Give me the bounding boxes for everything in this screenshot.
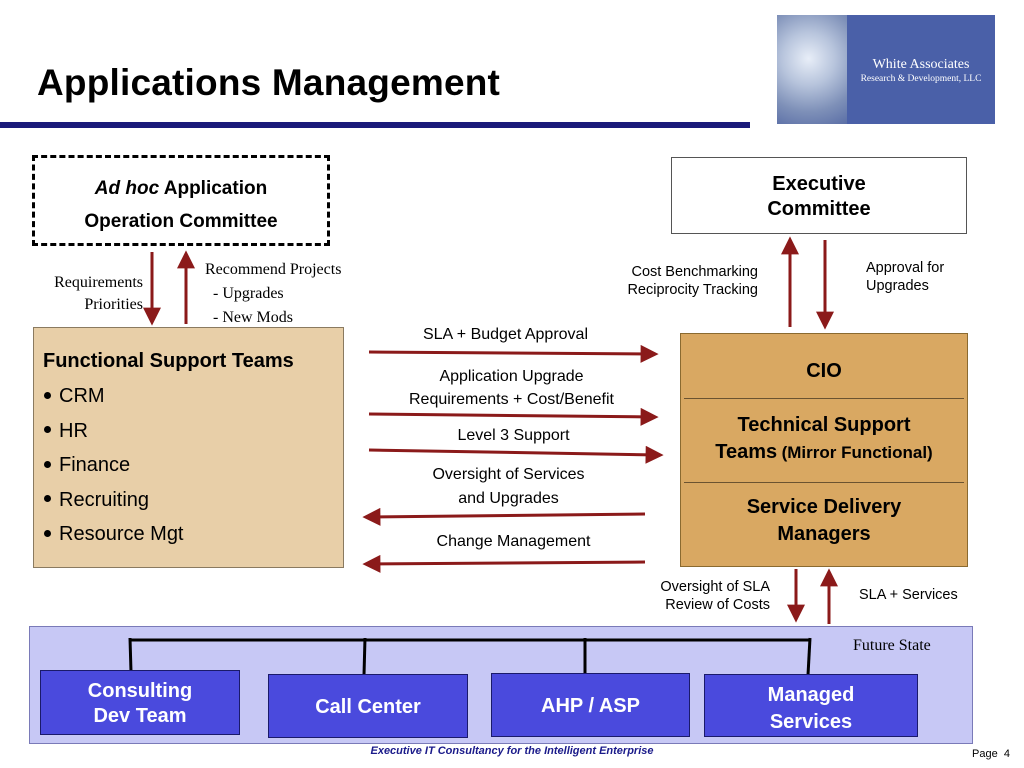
list-item: CRM [43, 379, 343, 414]
cio-divider [684, 482, 964, 483]
fst-heading: Functional Support Teams [43, 350, 294, 372]
call-center-label: Call Center [315, 696, 421, 718]
req-line2: Priorities [84, 296, 143, 313]
tst-mirror: (Mirror Functional) [781, 443, 933, 462]
bullet-icon [44, 495, 51, 503]
appr-line2: Upgrades [866, 278, 929, 294]
cost-line1: Cost Benchmarking [631, 264, 758, 280]
adhoc-committee-line2: Operation Committee [84, 211, 278, 232]
page-label: Page [972, 748, 998, 760]
bullet-icon [44, 529, 51, 537]
fst-item-label: Resource Mgt [59, 523, 184, 545]
cio-divider [684, 398, 964, 399]
cio-box: CIO Technical Support Teams (Mirror Func… [680, 333, 968, 567]
fst-item-label: CRM [59, 385, 105, 407]
sla-services-label: SLA + Services [859, 587, 958, 603]
change-management-label: Change Management [436, 533, 591, 550]
exec-line2: Committee [767, 198, 871, 220]
cost-benchmarking-label: Cost Benchmarking Reciprocity Tracking [590, 263, 758, 299]
ahp-label: AHP / ASP [541, 695, 640, 717]
adhoc-committee-line1: Ad hoc Application [35, 172, 327, 205]
fst-list: CRM HR Finance Recruiting Resource Mgt [43, 379, 343, 552]
arrow-upgrade-req [368, 407, 659, 426]
oversight-sla-label: Oversight of SLA Review of Costs [620, 578, 770, 614]
rec-line2: - Upgrades [213, 285, 284, 302]
rec-line1: Recommend Projects [205, 261, 342, 278]
globe-icon [777, 15, 847, 124]
call-center-box: Call Center [268, 674, 468, 738]
oversight-line2: and Upgrades [458, 490, 559, 507]
list-item: HR [43, 414, 343, 449]
technical-support-teams: Technical Support Teams (Mirror Function… [681, 412, 967, 467]
fst-item-label: HR [59, 419, 88, 442]
title-divider [0, 122, 750, 128]
tst-line1: Technical Support [737, 414, 911, 436]
consulting-line2: Dev Team [93, 705, 187, 727]
consulting-dev-team-box: Consulting Dev Team [40, 670, 240, 735]
sdm-line1: Service Delivery [746, 496, 902, 518]
logo-company-name: White Associates [872, 57, 970, 72]
ahp-asp-box: AHP / ASP [491, 673, 690, 737]
adhoc-committee-box: Ad hoc Application Operation Committee [32, 155, 330, 246]
logo-text: White Associates Research & Development,… [847, 15, 995, 124]
functional-support-teams-box: Functional Support Teams CRM HR Finance … [33, 327, 344, 568]
cio-label: CIO [806, 360, 842, 382]
requirements-priorities-label: Requirements Priorities [30, 272, 143, 316]
oversight-services-label: Oversight of Services and Upgrades [368, 463, 649, 511]
bullet-icon [44, 460, 51, 468]
fst-item-label: Finance [59, 454, 131, 476]
osla-line2: Review of Costs [665, 597, 770, 613]
exec-line1: Executive [772, 173, 866, 195]
cost-line2: Reciprocity Tracking [627, 282, 758, 298]
connector-managed [806, 637, 812, 676]
managed-line1: Managed [767, 684, 855, 706]
level3-support-label: Level 3 Support [457, 427, 570, 444]
approval-upgrades-label: Approval for Upgrades [866, 259, 944, 295]
connector-call-center [362, 637, 367, 676]
arrow-level3 [368, 445, 664, 464]
tst-teams: Teams [715, 441, 778, 463]
list-item: Finance [43, 448, 343, 483]
upgrade-line2: Requirements + Cost/Benefit [409, 391, 614, 408]
company-logo: White Associates Research & Development,… [777, 15, 995, 124]
list-item: Resource Mgt [43, 517, 343, 552]
arrow-oversight [362, 507, 646, 526]
sdm-line2: Managers [777, 523, 871, 545]
tst-line2: Teams (Mirror Functional) [681, 439, 967, 467]
req-line1: Requirements [54, 274, 143, 291]
fst-item-label: Recruiting [59, 488, 150, 511]
executive-committee-box: Executive Committee [671, 157, 967, 234]
adhoc-application: Application [163, 178, 268, 199]
page-number: Page 4 [972, 748, 1010, 760]
future-state-label: Future State [853, 637, 931, 654]
recommend-projects-label: Recommend Projects - Upgrades - New Mods [205, 258, 341, 330]
page-value: 4 [1003, 748, 1010, 760]
page-title: Applications Management [37, 62, 501, 103]
oversight-line1: Oversight of Services [432, 466, 585, 483]
bullet-icon [44, 426, 51, 434]
logo-tagline: Research & Development, LLC [860, 74, 982, 84]
upgrade-line1: Application Upgrade [439, 368, 584, 385]
sla-budget-label: SLA + Budget Approval [422, 326, 588, 343]
service-delivery-managers: Service Delivery Managers [681, 494, 967, 548]
arrow-sla-budget [368, 344, 659, 363]
bullet-icon [44, 391, 51, 399]
list-item: Recruiting [43, 483, 343, 518]
managed-services-box: Managed Services [704, 674, 918, 737]
managed-line2: Services [769, 711, 853, 733]
appr-line1: Approval for [866, 260, 945, 276]
consulting-line1: Consulting [87, 680, 193, 702]
connector-consulting [128, 637, 133, 673]
arrow-change [362, 554, 646, 573]
adhoc-italic: Ad hoc [94, 178, 160, 199]
osla-line1: Oversight of SLA [660, 579, 770, 595]
footer-tagline: Executive IT Consultancy for the Intelli… [370, 745, 654, 757]
upgrade-requirements-label: Application Upgrade Requirements + Cost/… [368, 365, 655, 411]
rec-line3: - New Mods [213, 309, 293, 326]
